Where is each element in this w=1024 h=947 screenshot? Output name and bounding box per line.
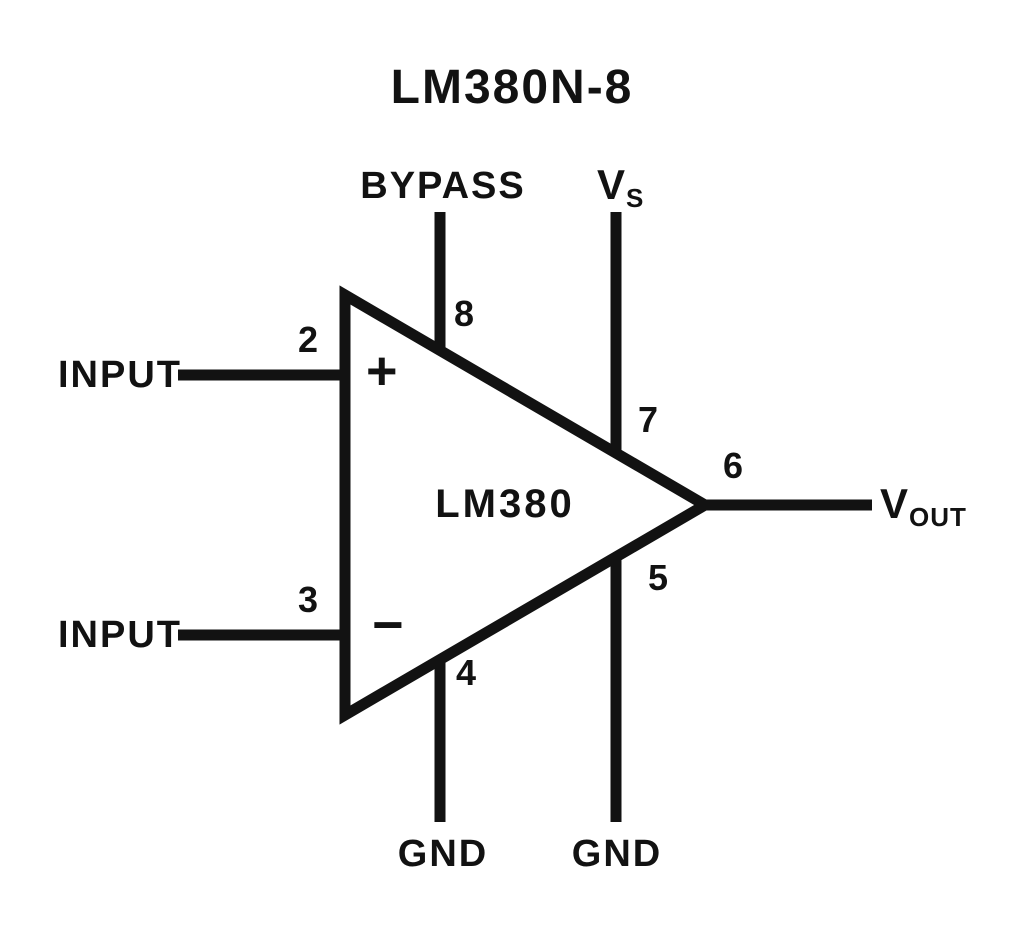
pin8-label: BYPASS bbox=[360, 165, 526, 207]
pin8-number: 8 bbox=[454, 293, 476, 334]
pin2-label: INPUT bbox=[58, 354, 182, 396]
page-title: LM380N-8 bbox=[390, 61, 634, 114]
pin7-label: VS bbox=[597, 161, 645, 213]
pin5-number: 5 bbox=[648, 557, 670, 598]
pin3-label: INPUT bbox=[58, 614, 182, 656]
inverting-input-sign: − bbox=[372, 595, 405, 655]
opamp-triangle bbox=[339, 285, 716, 725]
pin7-number: 7 bbox=[638, 399, 660, 440]
pin6-number: 6 bbox=[723, 445, 745, 486]
noninverting-input-sign: + bbox=[366, 341, 399, 401]
pin4-number: 4 bbox=[456, 652, 478, 693]
pin4-label: GND bbox=[397, 833, 489, 875]
pin7-label-sub: S bbox=[626, 183, 645, 213]
pin7-label-main: V bbox=[597, 161, 627, 208]
chip-label: LM380 bbox=[435, 482, 575, 526]
pin6-label-main: V bbox=[880, 480, 910, 527]
pin3-number: 3 bbox=[298, 579, 320, 620]
pin5-label: GND bbox=[571, 833, 663, 875]
pin2-number: 2 bbox=[298, 319, 320, 360]
pin6-label-sub: OUT bbox=[909, 502, 967, 532]
pin6-label: VOUT bbox=[880, 480, 967, 532]
